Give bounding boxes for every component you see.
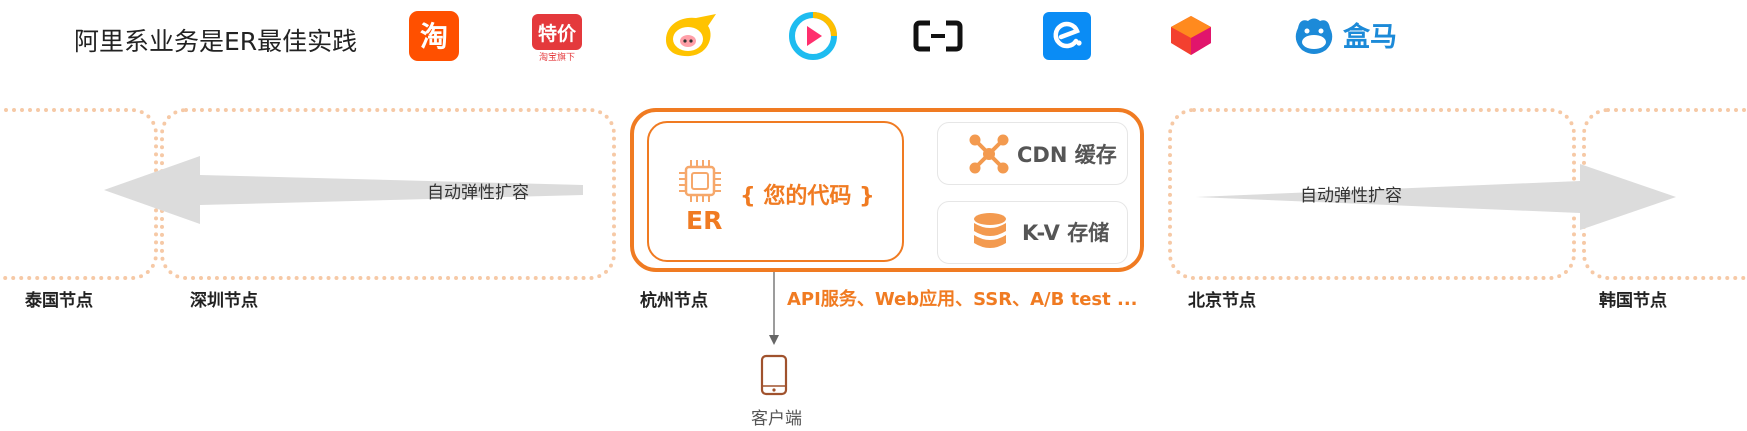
kv-storage-box [937,201,1128,264]
er-label: ER [686,206,723,235]
aliyun-logo [912,10,964,62]
api-services-label: API服务、Web应用、SSR、A/B test ... [787,289,1138,310]
client-label: 客户端 [751,409,802,429]
hema-logo-text: 盒马 [1343,21,1397,53]
your-code-label: { 您的代码 } [740,184,875,209]
tejia-logo: 特价 淘宝旗下 [529,10,582,63]
hangzhou-node-label: 杭州节点 [640,291,708,311]
kv-storage-label: K-V 存储 [1022,221,1110,245]
left-expansion-label: 自动弹性扩容 [427,183,529,203]
hema-logo: 盒马 [1292,10,1407,62]
thailand-node-label: 泰国节点 [25,291,93,311]
youku-logo [787,10,839,62]
korea-node-label: 韩国节点 [1599,291,1667,311]
taobao-logo-text: 淘 [420,20,448,53]
code-container [647,121,904,262]
beijing-node-label: 北京节点 [1188,291,1256,311]
phone-icon [760,354,788,396]
right-expansion-arrow [1196,164,1676,230]
eleme-logo [1041,10,1093,62]
fliggy-logo [660,10,716,62]
taobao-logo: 淘 [408,10,460,62]
shenzhen-node-label: 深圳节点 [190,291,258,311]
lazada-logo [1163,10,1215,62]
cdn-cache-box [937,122,1128,185]
right-expansion-label: 自动弹性扩容 [1300,186,1402,206]
cdn-cache-label: CDN 缓存 [1017,143,1117,167]
left-expansion-arrow [104,156,583,224]
page-title: 阿里系业务是ER最佳实践 [74,27,358,56]
cdn-icon [969,134,1009,174]
tejia-logo-subtext: 淘宝旗下 [539,51,575,62]
database-icon [974,213,1006,248]
tejia-logo-text: 特价 [538,23,577,45]
chip-icon [679,160,721,202]
